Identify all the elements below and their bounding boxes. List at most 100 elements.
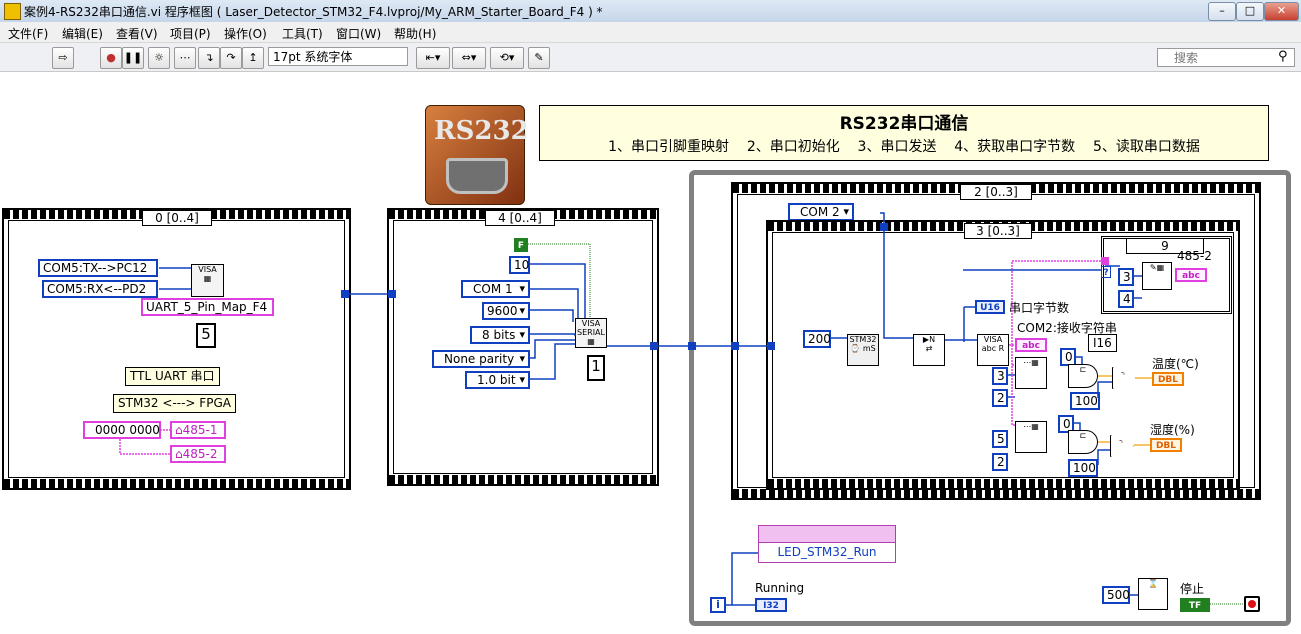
data-bits-constant[interactable]: 8 bits bbox=[470, 326, 530, 344]
frame2-selector[interactable]: 2 [0..3] bbox=[960, 184, 1032, 200]
menu-edit[interactable]: 编辑(E) bbox=[62, 27, 103, 41]
parity-constant[interactable]: None parity bbox=[432, 350, 530, 368]
frame4-result-indicator: 1 bbox=[587, 355, 605, 381]
frame4-selector[interactable]: 4 [0..4] bbox=[485, 210, 555, 226]
note-ttl-uart: TTL UART 串口 bbox=[125, 367, 220, 386]
pin-map-indicator: 5 bbox=[196, 323, 216, 348]
case-constant-4[interactable]: 4 bbox=[1118, 290, 1134, 308]
stop-label: 停止 bbox=[1180, 582, 1205, 596]
wait-constant[interactable]: 500 bbox=[1102, 586, 1130, 604]
highlight-execution-icon[interactable]: ☼ bbox=[148, 47, 170, 69]
labview-app-icon bbox=[4, 3, 21, 20]
hum-index-node-icon[interactable]: ⊏ bbox=[1068, 430, 1098, 454]
stm32-wait-ms-node-icon[interactable]: STM32⌚ mS bbox=[847, 334, 879, 366]
banner-title: RS232串口通信 bbox=[839, 114, 969, 134]
menu-view[interactable]: 查看(V) bbox=[116, 27, 158, 41]
distribute-objects-icon[interactable]: ⇔▾ bbox=[452, 47, 486, 69]
string-subset-hum-node-icon[interactable]: ⋯▦ bbox=[1015, 421, 1047, 453]
temperature-label: 温度(℃) bbox=[1152, 357, 1199, 371]
toolbar: ⇨ ● ❚❚ ☼ ⋯ ↴ ↷ ↥ 17pt 系统字体 ⇤▾ ⇔▾ ⟲▾ ✎ 搜索… bbox=[0, 43, 1301, 72]
temperature-terminal: DBL bbox=[1152, 372, 1184, 386]
hum-zero-constant[interactable]: 0 bbox=[1058, 415, 1074, 433]
align-objects-icon[interactable]: ⇤▾ bbox=[416, 47, 450, 69]
banner-label: RS232串口通信 1、串口引脚重映射 2、串口初始化 3、串口发送 4、获取串… bbox=[539, 105, 1269, 161]
tx-pin-constant[interactable]: COM5:TX-->PC12 bbox=[38, 259, 158, 277]
while-loop bbox=[689, 170, 1291, 626]
hum-divisor-constant[interactable]: 100 bbox=[1068, 459, 1098, 477]
menu-file[interactable]: 文件(F) bbox=[8, 27, 49, 41]
window-title: 案例4-RS232串口通信.vi 程序框图 ( Laser_Detector_S… bbox=[24, 5, 603, 19]
running-terminal: I32 bbox=[755, 598, 787, 612]
menu-window[interactable]: 窗口(W) bbox=[336, 27, 382, 41]
pause-icon[interactable]: ❚❚ bbox=[122, 47, 144, 69]
banner-subtitle: 1、串口引脚重映射 2、串口初始化 3、串口发送 4、获取串口字节数 5、读取串… bbox=[608, 139, 1200, 155]
baud-rate-constant[interactable]: 9600 bbox=[482, 302, 530, 320]
step-out-icon[interactable]: ↥ bbox=[242, 47, 264, 69]
string-subset-temp-node-icon[interactable]: ⋯▦ bbox=[1015, 357, 1047, 389]
run-arrow-icon[interactable]: ⇨ bbox=[52, 47, 74, 69]
wait-ms-node-icon[interactable]: ⌛ bbox=[1138, 578, 1168, 610]
cleanup-diagram-icon[interactable]: ✎ bbox=[528, 47, 550, 69]
retain-wire-values-icon[interactable]: ⋯ bbox=[174, 47, 196, 69]
false-constant[interactable]: F bbox=[514, 238, 528, 252]
bytes-at-port-node-icon[interactable]: ▶N⇄ bbox=[913, 334, 945, 366]
minimize-button[interactable]: – bbox=[1208, 2, 1236, 21]
close-button[interactable]: ✕ bbox=[1264, 2, 1299, 21]
timeout-constant[interactable]: 10 bbox=[509, 256, 530, 274]
com1-port-constant[interactable]: COM 1 bbox=[461, 280, 530, 298]
temp-offset-constant[interactable]: 3 bbox=[992, 367, 1008, 385]
db9-connector-icon bbox=[446, 158, 508, 194]
temp-divisor-constant[interactable]: 100 bbox=[1070, 392, 1100, 410]
hum-offset-constant[interactable]: 5 bbox=[992, 430, 1008, 448]
font-select[interactable]: 17pt 系统字体 bbox=[268, 47, 408, 66]
abort-icon[interactable]: ● bbox=[100, 47, 122, 69]
receive-string-label: COM2:接收字符串 bbox=[1017, 321, 1117, 335]
search-input[interactable]: 搜索 bbox=[1157, 48, 1295, 67]
title-bar: 案例4-RS232串口通信.vi 程序框图 ( Laser_Detector_S… bbox=[0, 0, 1301, 23]
frame0-selector[interactable]: 0 [0..4] bbox=[142, 210, 212, 226]
rs232-logo: RS232 bbox=[425, 105, 529, 205]
temp-length-constant[interactable]: 2 bbox=[992, 389, 1008, 407]
numeric-wire bbox=[1098, 375, 1152, 446]
output-485-2: ⌂485-2 bbox=[170, 445, 226, 463]
stop-bits-constant[interactable]: 1.0 bit bbox=[465, 371, 530, 389]
case-constant-3[interactable]: 3 bbox=[1118, 268, 1134, 286]
loop-condition-stop-icon bbox=[1244, 596, 1260, 612]
led-property-label: LED_STM32_Run bbox=[777, 545, 877, 559]
write-node-icon[interactable]: ✎▦ bbox=[1142, 262, 1172, 290]
menu-operate[interactable]: 操作(O) bbox=[224, 27, 267, 41]
led-property-node[interactable]: LED_STM32_Run bbox=[758, 525, 896, 563]
boolean-wire bbox=[528, 243, 1244, 605]
receive-string-terminal: abc bbox=[1015, 338, 1047, 352]
visa-pin-map-node-icon[interactable]: VISA▦ bbox=[191, 264, 224, 297]
byte-count-terminal: U16 bbox=[975, 300, 1005, 314]
tunnels bbox=[341, 223, 1109, 350]
com2-port-constant[interactable]: COM 2 bbox=[788, 203, 854, 221]
menu-help[interactable]: 帮助(H) bbox=[394, 27, 437, 41]
iteration-terminal: i bbox=[710, 597, 726, 613]
output-485-1: ⌂485-1 bbox=[170, 421, 226, 439]
humidity-terminal: DBL bbox=[1150, 438, 1182, 452]
menu-project[interactable]: 项目(P) bbox=[170, 27, 211, 41]
frame3-selector[interactable]: 3 [0..3] bbox=[964, 223, 1032, 239]
case-string-out-terminal: abc bbox=[1175, 268, 1207, 282]
running-label: Running bbox=[755, 581, 805, 595]
reorder-icon[interactable]: ⟲▾ bbox=[490, 47, 524, 69]
case-selector[interactable]: 9 bbox=[1126, 238, 1204, 254]
search-icon[interactable]: ⚲ bbox=[1278, 49, 1288, 64]
menu-tools[interactable]: 工具(T) bbox=[282, 27, 323, 41]
hum-length-constant[interactable]: 2 bbox=[992, 453, 1008, 471]
temp-index-node-icon[interactable]: ⊏ bbox=[1068, 364, 1098, 388]
i16-representation-label: I16 bbox=[1088, 334, 1117, 352]
step-over-icon[interactable]: ↷ bbox=[220, 47, 242, 69]
init-string-constant[interactable]: 0000 0000 bbox=[83, 421, 161, 439]
rx-pin-constant[interactable]: COM5:RX<--PD2 bbox=[42, 280, 158, 298]
byte-count-label: 串口字节数 bbox=[1009, 301, 1070, 315]
delay-constant[interactable]: 200 bbox=[803, 330, 831, 348]
pin-map-selector[interactable]: UART_5_Pin_Map_F4 bbox=[141, 298, 274, 316]
step-into-icon[interactable]: ↴ bbox=[198, 47, 220, 69]
humidity-label: 湿度(%) bbox=[1150, 423, 1195, 437]
maximize-button[interactable]: □ bbox=[1236, 2, 1264, 21]
